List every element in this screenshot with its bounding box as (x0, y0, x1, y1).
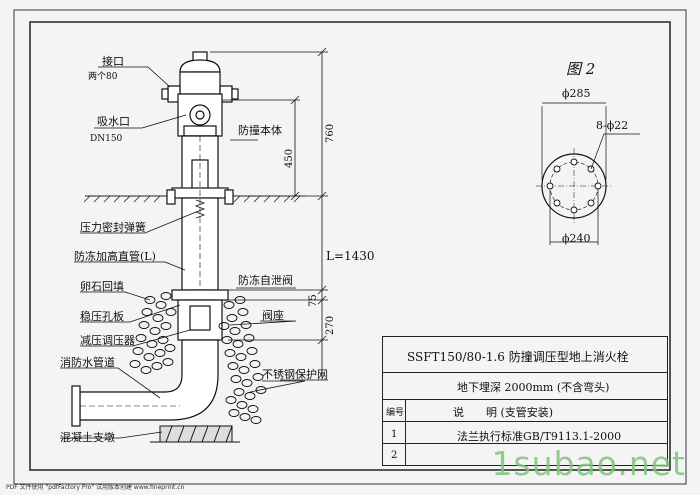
table-subtitle: 地下埋深 2000mm (不含弯头) (457, 381, 610, 394)
table-head-desc: 说 明 (支管安装) (453, 406, 554, 419)
gravel-fill (129, 292, 267, 424)
hydrant-body (166, 135, 234, 341)
fig2-title: 图 2 (566, 60, 596, 78)
label-concrete-pier: 混凝土支墩 (60, 431, 115, 444)
label-pressure-seal-spring: 压力密封弹簧 (80, 221, 146, 234)
table-head-no: 编号 (386, 408, 405, 418)
table-row-desc: 法兰执行标准GB/T9113.1-2000 (457, 430, 622, 443)
water-pipe (71, 339, 219, 427)
dim-270: 270 (325, 315, 336, 335)
label-interface-sub: 两个80 (88, 72, 118, 82)
label-orifice-plate: 稳压孔板 (80, 310, 124, 323)
label-gravel-backfill: 卵石回填 (80, 280, 124, 293)
title-block: SSFT150/80-1.6 防撞调压型地上消火栓 地下埋深 2000mm (不… (382, 336, 668, 466)
dim-450: 450 (284, 148, 295, 168)
inner-frame (29, 21, 671, 471)
pdf-footer: PDF 文件使用 "pdfFactory Pro" 试用版本创建 www.fin… (6, 484, 185, 491)
label-suction-port: 吸水口 (97, 115, 130, 128)
table-row-no: 2 (391, 450, 398, 461)
label-anti-collision-body: 防撞本体 (238, 124, 282, 137)
label-pressure-regulator: 减压调压器 (80, 334, 135, 347)
concrete-pier (150, 425, 240, 443)
label-steel-mesh: 不锈钢保护网 (262, 368, 328, 381)
label-suction-port-sub: DN150 (90, 134, 123, 144)
label-valve-seat: 阀座 (262, 309, 284, 322)
fig2-dia-285: ϕ285 (562, 87, 591, 100)
fig2-holes: 8-ϕ22 (596, 119, 629, 132)
outer-frame (13, 9, 687, 485)
dim-760: 760 (325, 123, 336, 143)
dim-L: L=1430 (326, 249, 375, 263)
dim-75: 75 (308, 294, 319, 307)
fig2-dia-240: ϕ240 (562, 232, 591, 245)
label-antifreeze-pipe: 防冻加高直管(L) (74, 250, 156, 263)
label-interface: 接口 (102, 55, 124, 68)
table-title: SSFT150/80-1.6 防撞调压型地上消火栓 (407, 350, 629, 364)
table-row-no: 1 (391, 429, 398, 440)
label-fire-pipeline: 消防水管道 (60, 356, 115, 369)
label-antifreeze-valve: 防冻自泄阀 (238, 274, 293, 287)
watermark: 1subao.net (491, 444, 686, 483)
dimension-lines (210, 47, 328, 381)
flange-figure (536, 102, 640, 245)
leader-lines (60, 66, 306, 439)
hydrant-head (161, 51, 239, 137)
